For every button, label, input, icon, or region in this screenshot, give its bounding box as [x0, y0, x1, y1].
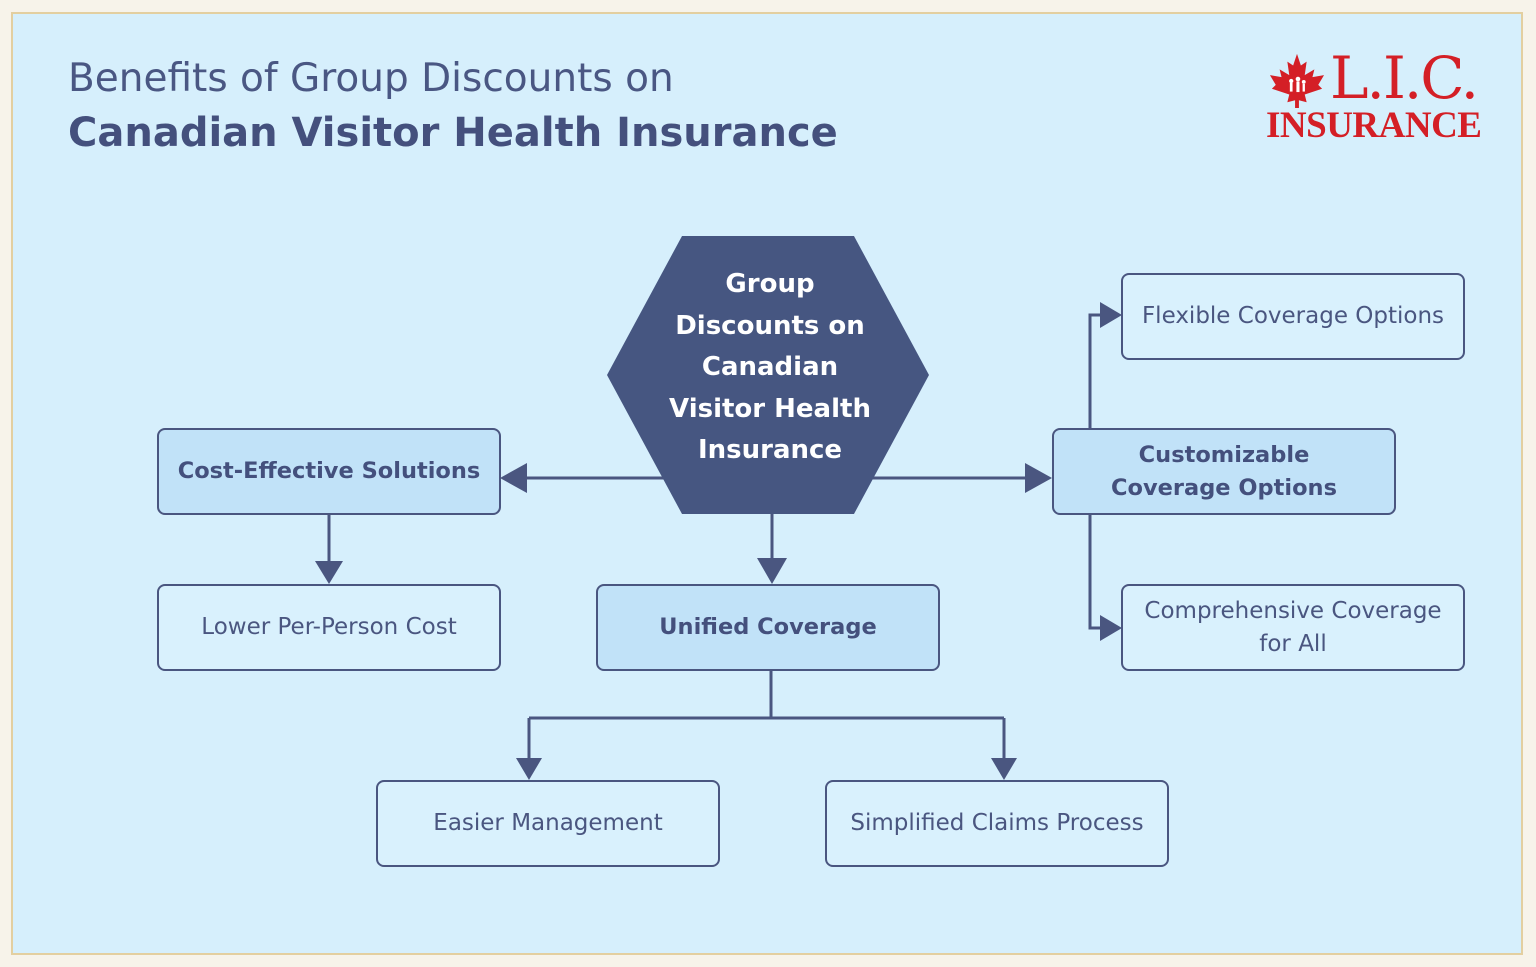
node-lower-per-person-cost: Lower Per-Person Cost: [157, 584, 501, 671]
logo-subtitle: INSURANCE: [1266, 105, 1482, 146]
arrowhead-to-flexible: [1100, 302, 1122, 328]
arrowhead-to-comprehensive: [1100, 615, 1122, 641]
logo-lettering: L.I.C.: [1330, 44, 1479, 112]
center-hexagon: [607, 236, 929, 514]
arrowhead-to-customizable: [1025, 463, 1052, 493]
title-line-2: Canadian Visitor Health Insurance: [68, 110, 838, 156]
node-simplified-claims-process: Simplified Claims Process: [825, 780, 1169, 867]
node-flexible-coverage-options: Flexible Coverage Options: [1121, 273, 1465, 360]
center-label: Group Discounts on Canadian Visitor Heal…: [669, 269, 871, 465]
node-cost-effective-solutions: Cost-Effective Solutions: [157, 428, 501, 515]
lic-insurance-logo: L.I.C. INSURANCE: [1262, 44, 1487, 148]
node-customizable-coverage-options: Customizable Coverage Options: [1052, 428, 1396, 515]
arrowhead-to-easier: [516, 758, 542, 780]
node-comprehensive-coverage-for-all: Comprehensive Coverage for All: [1121, 584, 1465, 671]
arrowhead-to-cost: [500, 463, 527, 493]
arrowhead-to-lower: [315, 561, 343, 584]
arrowhead-to-unified: [757, 558, 787, 584]
title-line-1: Benefits of Group Discounts on: [68, 56, 674, 101]
connector-unified-split: [527, 671, 1006, 760]
connector-customizable-branches: [1088, 313, 1104, 630]
arrowhead-to-simplified: [991, 758, 1017, 780]
maple-leaf-icon: [1269, 53, 1325, 108]
node-unified-coverage: Unified Coverage: [596, 584, 940, 671]
node-easier-management: Easier Management: [376, 780, 720, 867]
